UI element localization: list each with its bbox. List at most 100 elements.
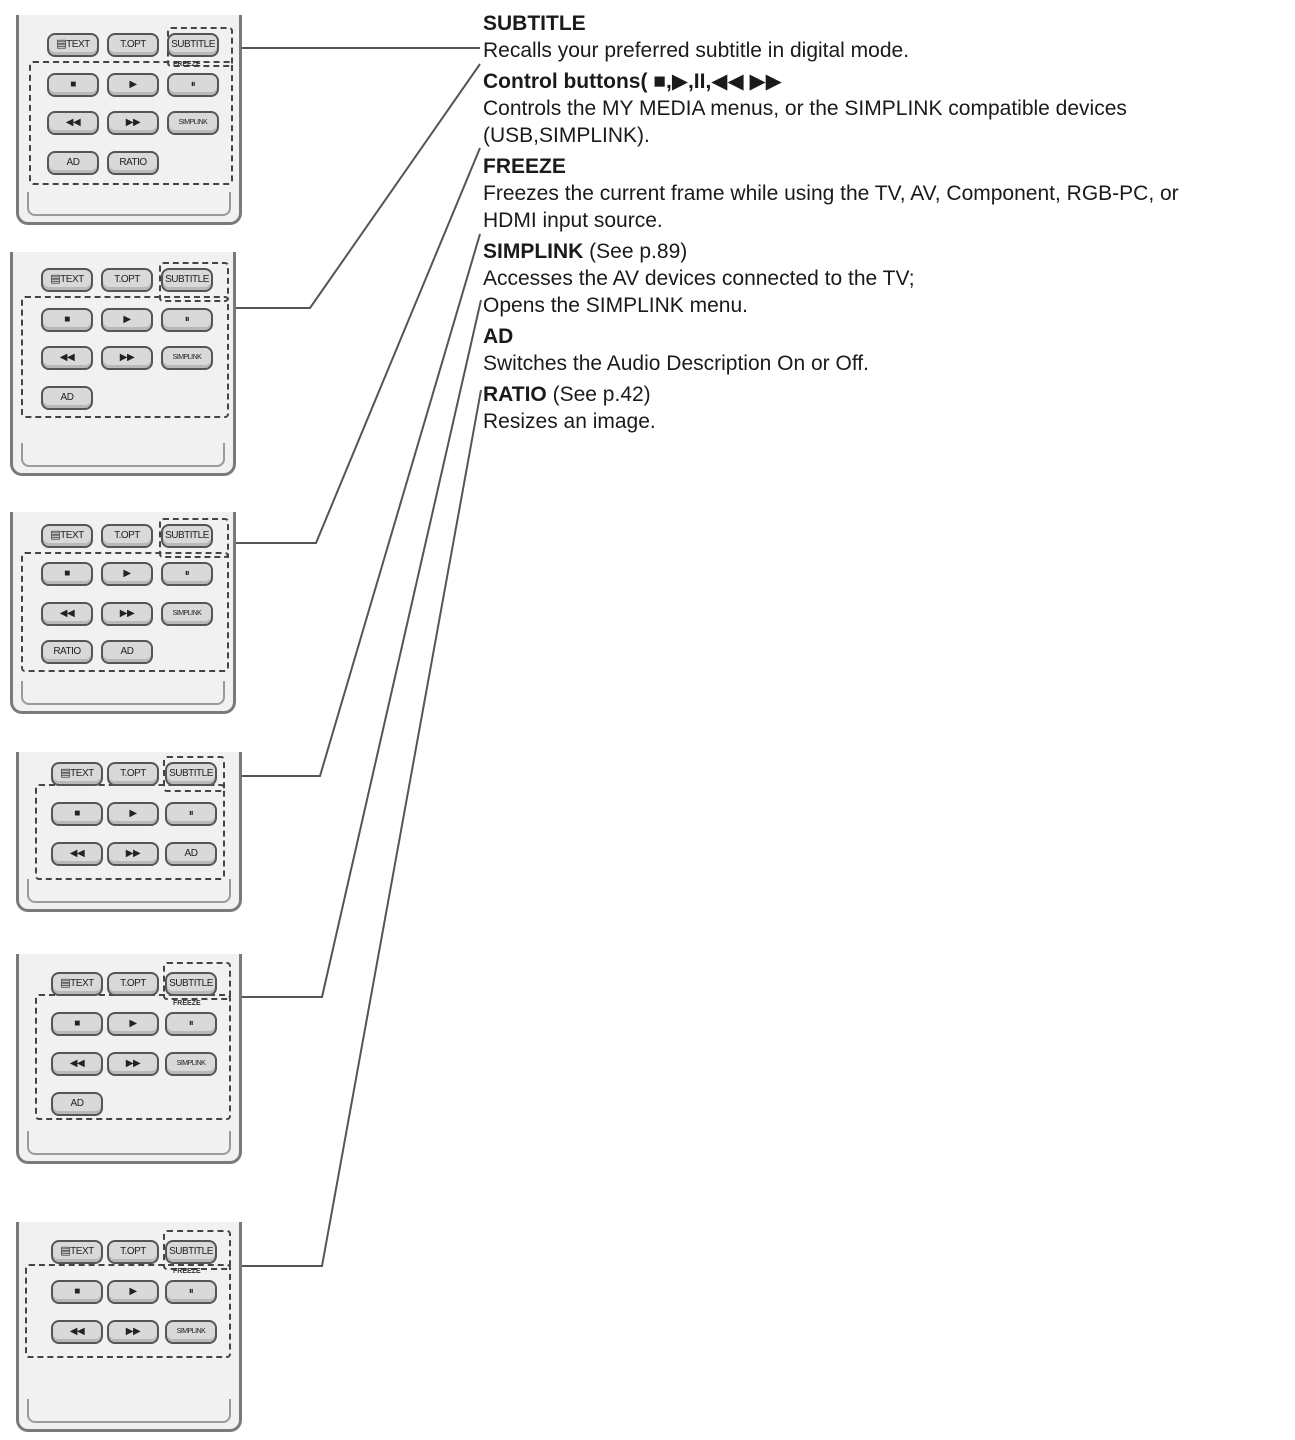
subtitle-button: SUBTITLE xyxy=(167,33,219,57)
subtitle-button: SUBTITLE xyxy=(165,972,217,996)
rewind-button: ◀◀ xyxy=(51,1320,103,1344)
rewind-button: ◀◀ xyxy=(41,346,93,370)
entry-title: SIMPLINK xyxy=(483,240,584,263)
fast-forward-button: ▶▶ xyxy=(107,111,159,135)
remote-illustration-5: ▤TEXT T.OPT SUBTITLE FREEZE ■ ▶ ⏸ ◀◀ ▶▶ … xyxy=(16,954,242,1164)
ad-button: AD xyxy=(51,1092,103,1116)
text-button: ▤TEXT xyxy=(41,524,93,548)
ad-button: AD xyxy=(101,640,153,664)
remote-illustration-1: ▤TEXT T.OPT SUBTITLE FREEZE ■ ▶ ⏸ ◀◀ ▶▶ … xyxy=(16,15,242,225)
teletext-icon: ▤ xyxy=(56,38,67,50)
rewind-icon: ◀◀ xyxy=(69,1326,85,1337)
rewind-button: ◀◀ xyxy=(51,842,103,866)
rewind-button: ◀◀ xyxy=(47,111,99,135)
pause-icon: ⏸ xyxy=(188,808,194,819)
ad-button: AD xyxy=(165,842,217,866)
simplink-button: SIMPLINK xyxy=(165,1320,217,1344)
teletext-icon: ▤ xyxy=(60,977,71,989)
text-button: ▤TEXT xyxy=(51,1240,103,1264)
text-button: ▤TEXT xyxy=(47,33,99,57)
topt-button: T.OPT xyxy=(107,972,159,996)
subtitle-button: SUBTITLE xyxy=(165,1240,217,1264)
fast-forward-icon: ▶▶ xyxy=(125,1058,141,1069)
pause-icon: ⏸ xyxy=(184,568,190,579)
play-icon: ▶ xyxy=(123,568,131,579)
stop-button: ■ xyxy=(51,1012,103,1036)
pause-button: ⏸ xyxy=(167,73,219,97)
teletext-icon: ▤ xyxy=(60,767,71,779)
freeze-label: FREEZE xyxy=(173,1268,201,1275)
text-button: ▤TEXT xyxy=(41,268,93,292)
connector-remote-4 xyxy=(232,233,481,777)
stop-icon: ■ xyxy=(64,568,70,579)
connector-remote-6 xyxy=(236,389,482,1267)
entry-title: FREEZE xyxy=(483,155,566,178)
simplink-button: SIMPLINK xyxy=(161,346,213,370)
play-button: ▶ xyxy=(107,1280,159,1304)
page-reference: (See p.42) xyxy=(546,383,651,406)
stop-icon: ■ xyxy=(74,1018,80,1029)
dashed-highlight xyxy=(25,1264,231,1358)
text-button: ▤TEXT xyxy=(51,972,103,996)
entry-freeze: FREEZE Freezes the current frame while u… xyxy=(483,153,1288,234)
dashed-highlight xyxy=(21,552,229,672)
freeze-label: FREEZE xyxy=(173,61,201,68)
ad-button: AD xyxy=(47,151,99,175)
fast-forward-icon: ▶▶ xyxy=(119,608,135,619)
rewind-button: ◀◀ xyxy=(41,602,93,626)
remote-illustration-6: ▤TEXT T.OPT SUBTITLE FREEZE ■ ▶ ⏸ ◀◀ ▶▶ … xyxy=(16,1222,242,1432)
play-icon: ▶ xyxy=(129,79,137,90)
topt-button: T.OPT xyxy=(107,762,159,786)
remote-illustration-2: ▤TEXT T.OPT SUBTITLE ■ ▶ ⏸ ◀◀ ▶▶ SIMPLIN… xyxy=(10,252,236,476)
rewind-icon: ◀◀ xyxy=(69,848,85,859)
pause-icon: ⏸ xyxy=(188,1018,194,1029)
connector-remote-5 xyxy=(234,299,482,998)
fast-forward-icon: ▶▶ xyxy=(125,117,141,128)
entry-line: HDMI input source. xyxy=(483,209,663,232)
page-reference: (See p.89) xyxy=(583,240,688,263)
play-icon: ▶ xyxy=(129,1018,137,1029)
dashed-highlight xyxy=(21,296,229,418)
stop-icon: ■ xyxy=(64,314,70,325)
entry-line: Resizes an image. xyxy=(483,410,656,433)
button-descriptions: SUBTITLE Recalls your preferred subtitle… xyxy=(483,10,1288,439)
topt-button: T.OPT xyxy=(101,524,153,548)
entry-title: AD xyxy=(483,325,514,348)
play-button: ▶ xyxy=(107,802,159,826)
pause-button: ⏸ xyxy=(161,562,213,586)
play-icon: ▶ xyxy=(123,314,131,325)
teletext-icon: ▤ xyxy=(60,1245,71,1257)
simplink-button: SIMPLINK xyxy=(165,1052,217,1076)
ad-button: AD xyxy=(41,386,93,410)
entry-line: Accesses the AV devices connected to the… xyxy=(483,267,915,290)
entry-line: Freezes the current frame while using th… xyxy=(483,182,1179,205)
play-button: ▶ xyxy=(101,562,153,586)
play-button: ▶ xyxy=(107,73,159,97)
teletext-icon: ▤ xyxy=(50,529,61,541)
freeze-label: FREEZE xyxy=(173,1000,201,1007)
entry-line: Switches the Audio Description On or Off… xyxy=(483,352,869,375)
simplink-button: SIMPLINK xyxy=(161,602,213,626)
dashed-highlight-subtitle xyxy=(163,756,225,792)
pause-button: ⏸ xyxy=(165,1280,217,1304)
fast-forward-icon: ▶▶ xyxy=(119,352,135,363)
dashed-highlight xyxy=(29,61,233,185)
ratio-button: RATIO xyxy=(41,640,93,664)
entry-subtitle: SUBTITLE Recalls your preferred subtitle… xyxy=(483,10,1288,64)
entry-title: SUBTITLE xyxy=(483,12,586,35)
connector-remote-2 xyxy=(230,63,481,309)
fast-forward-button: ▶▶ xyxy=(101,602,153,626)
play-button: ▶ xyxy=(101,308,153,332)
stop-button: ■ xyxy=(47,73,99,97)
rewind-button: ◀◀ xyxy=(51,1052,103,1076)
stop-button: ■ xyxy=(41,562,93,586)
pause-icon: ⏸ xyxy=(190,79,196,90)
text-button: ▤TEXT xyxy=(51,762,103,786)
entry-line: Opens the SIMPLINK menu. xyxy=(483,294,748,317)
simplink-button: SIMPLINK xyxy=(167,111,219,135)
entry-ad: AD Switches the Audio Description On or … xyxy=(483,323,1288,377)
dashed-highlight-subtitle xyxy=(163,962,231,1000)
entry-line: (USB,SIMPLINK). xyxy=(483,124,650,147)
topt-button: T.OPT xyxy=(101,268,153,292)
entry-title: RATIO xyxy=(483,383,547,406)
